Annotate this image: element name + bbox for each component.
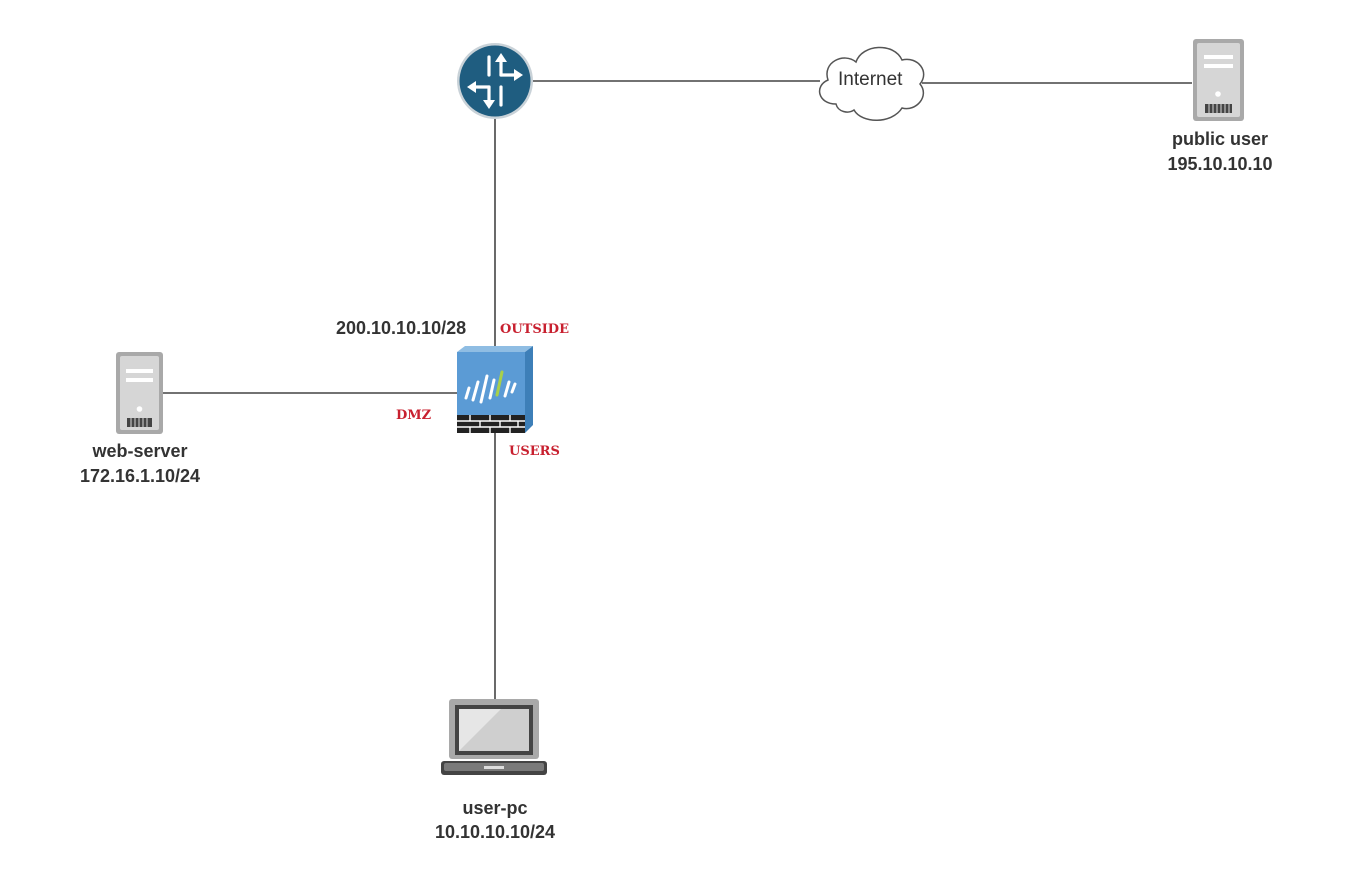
user-pc-name: user-pc [462, 798, 528, 818]
user-pc-ip: 10.10.10.10/24 [434, 822, 556, 842]
web-server-ip: 172.16.1.10/24 [79, 466, 201, 486]
public-user-ip: 195.10.10.10 [1167, 154, 1273, 174]
cloud-icon [818, 46, 925, 121]
zone-users-label: USERS [509, 444, 560, 459]
firewall-ip: 200.10.10.10/28 [336, 318, 467, 338]
zone-dmz-label: DMZ [396, 408, 432, 423]
server-icon [1193, 39, 1244, 121]
public-user-name: public user [1171, 129, 1269, 149]
internet-label: Internet [838, 69, 903, 90]
firewall-icon [457, 346, 533, 433]
links [163, 80, 1192, 700]
laptop-icon [441, 699, 547, 775]
web-server-name: web-server [92, 441, 188, 461]
server-icon [116, 352, 163, 434]
zone-outside-label: OUTSIDE [500, 322, 569, 337]
router-icon [457, 43, 533, 119]
